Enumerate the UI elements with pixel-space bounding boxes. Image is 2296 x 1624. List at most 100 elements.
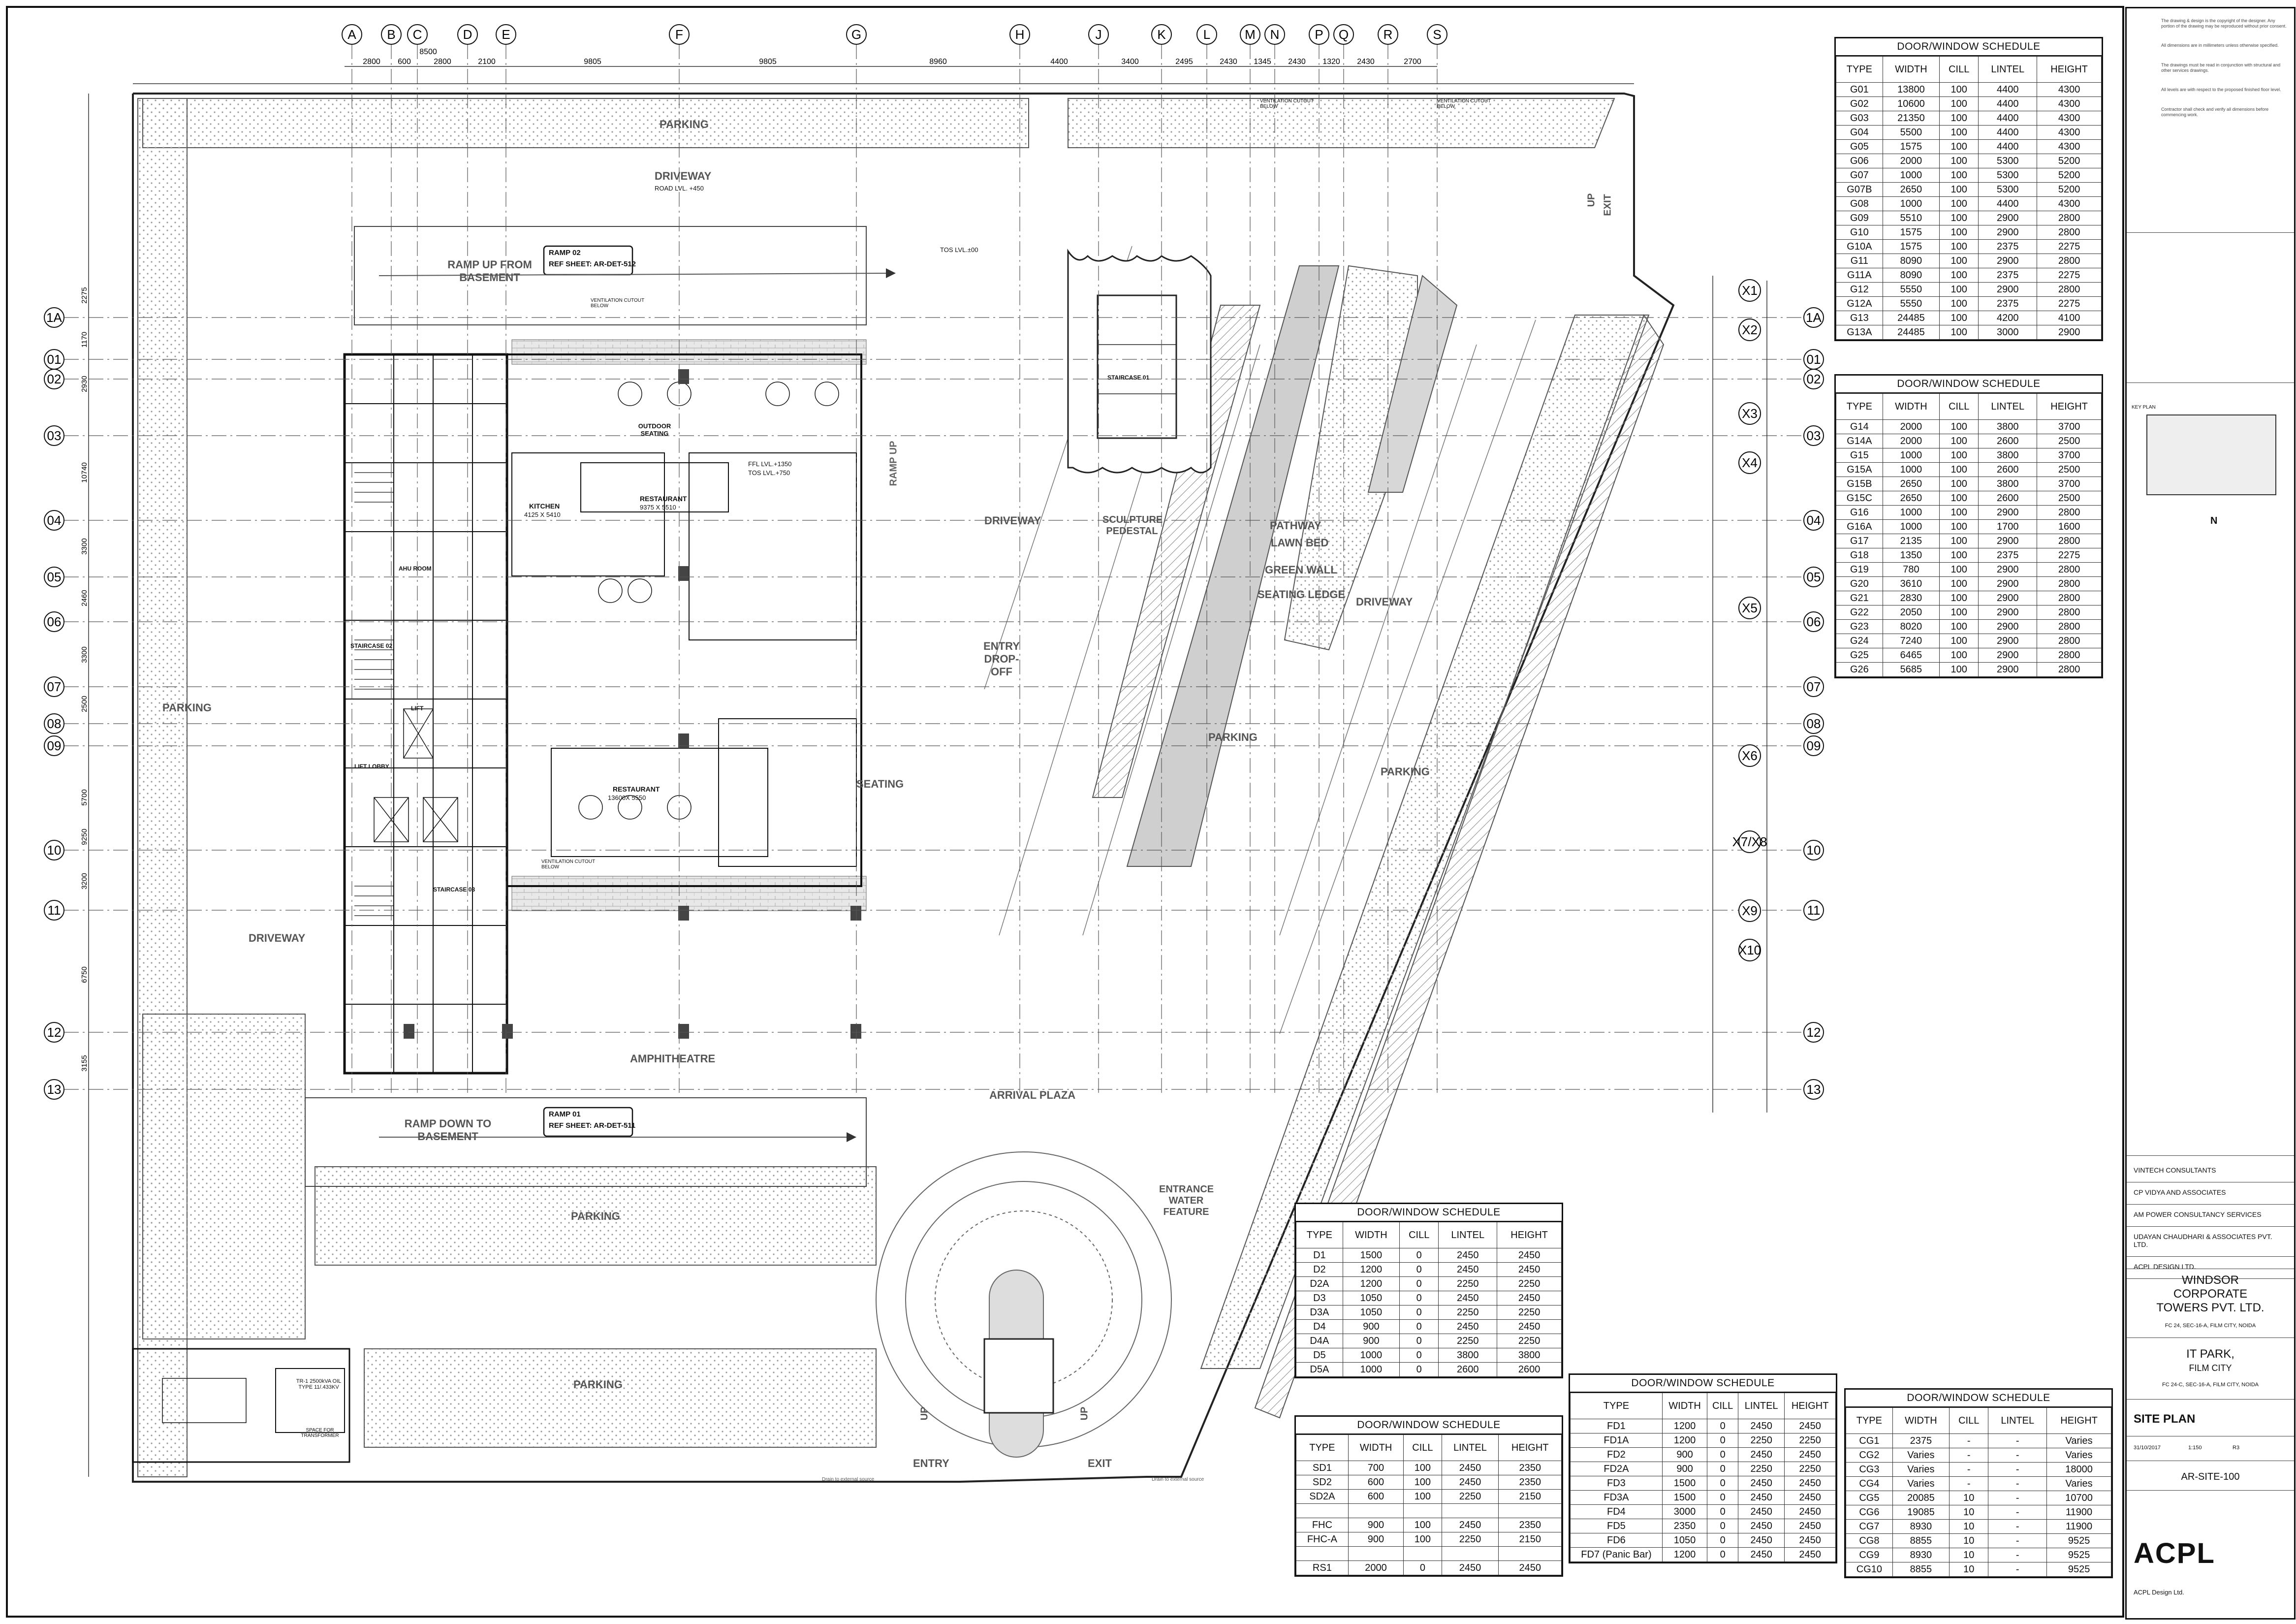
schedule-cell: 2450 xyxy=(1497,1248,1562,1263)
schedule-row xyxy=(1296,1546,1562,1561)
schedule-cell: 10600 xyxy=(1882,96,1940,111)
schedule-cell: 8930 xyxy=(1892,1519,1950,1534)
date-value: 31/10/2017 xyxy=(2134,1445,2161,1451)
grid-bubble-x10: X10 xyxy=(1738,943,1761,957)
grid-bubble-left-04-circle xyxy=(44,510,64,531)
grid-bubble-x7-x8: X7/X8 xyxy=(1732,834,1767,849)
schedule-cell: G04 xyxy=(1836,125,1883,140)
schedule-title: DOOR/WINDOW SCHEDULE xyxy=(1296,1417,1562,1434)
grid-bubble-left-13-circle xyxy=(44,1079,64,1100)
schedule-cell: CG10 xyxy=(1846,1562,1893,1577)
schedule-cell: 2800 xyxy=(2037,505,2102,520)
schedule-cell: 2650 xyxy=(1882,182,1940,197)
schedule-cell: 2450 xyxy=(1738,1519,1785,1533)
schedule-cell: G10A xyxy=(1836,239,1883,254)
schedule-cell: G11 xyxy=(1836,254,1883,268)
dimension-label: 2500 xyxy=(80,696,89,712)
label-parking-bottom: PARKING xyxy=(573,1378,623,1391)
schedule-cell: 8090 xyxy=(1882,254,1940,268)
arrival-plaza xyxy=(876,1151,1172,1458)
dimension-label: 2430 xyxy=(1220,58,1237,66)
grid-bubble-s: S xyxy=(1433,27,1441,42)
schedule-cell: 0 xyxy=(1707,1547,1739,1562)
schedule-cell: G06 xyxy=(1836,154,1883,168)
project-line2: FILM CITY xyxy=(2189,1363,2232,1373)
label-sculpture: SCULPTURE PEDESTAL xyxy=(1102,514,1163,537)
schedule-cell: G05 xyxy=(1836,139,1883,154)
schedule-cell: 2350 xyxy=(1498,1475,1562,1490)
schedule-cell: 100 xyxy=(1939,196,1979,211)
schedule-cell: 100 xyxy=(1939,634,1979,648)
grid-bubble-left-09-circle xyxy=(44,735,64,756)
schedule-cell: 2900 xyxy=(1978,282,2038,297)
schedule-cell: 10 xyxy=(1949,1519,1989,1534)
label-staircase03: STAIRCASE 03 xyxy=(433,886,475,893)
schedule-cell: 6465 xyxy=(1882,648,1940,663)
schedule-cell: 2450 xyxy=(1784,1476,1836,1491)
grid-bubble-right-01: 01 xyxy=(1807,352,1821,367)
schedule-header: CILL xyxy=(1403,1434,1442,1461)
schedule-cell: 2900 xyxy=(1978,211,2038,225)
grid-bubble-left-01: 01 xyxy=(47,352,62,367)
grid-bubble-right-05-circle xyxy=(1803,567,1824,587)
title-block: The drawing & design is the copyright of… xyxy=(2125,7,2296,1620)
grid-bubble-right-08: 08 xyxy=(1807,716,1821,731)
schedule-cell: 24485 xyxy=(1882,311,1940,325)
schedule-cell: 100 xyxy=(1939,662,1979,677)
schedule-cell: 0 xyxy=(1399,1334,1439,1348)
grid-bubble-left-02-circle xyxy=(44,369,64,389)
schedule-cell: 2900 xyxy=(1978,534,2038,548)
schedule-cell: 100 xyxy=(1939,154,1979,168)
schedule-header: LINTEL xyxy=(1738,1393,1785,1419)
drawing-title: SITE PLAN xyxy=(2134,1412,2196,1426)
schedule-cell: 1000 xyxy=(1882,196,1940,211)
schedule-cell: 1200 xyxy=(1342,1276,1400,1291)
schedule-cell: Varies xyxy=(2046,1448,2111,1463)
schedule-cell: - xyxy=(1949,1462,1989,1477)
schedule-cell: 1350 xyxy=(1882,548,1940,563)
schedule-cell: Varies xyxy=(1892,1476,1950,1491)
label-kitchen: KITCHEN xyxy=(529,502,560,510)
schedule-cell: 1000 xyxy=(1882,519,1940,534)
schedule-cell: 1000 xyxy=(1882,462,1940,477)
schedule-cell: G23 xyxy=(1836,619,1883,634)
schedule-cell: 1575 xyxy=(1882,239,1940,254)
label-ahu-room: AHU ROOM xyxy=(399,565,432,572)
schedule-cell: 100 xyxy=(1939,434,1979,448)
schedule-cell: 100 xyxy=(1939,82,1979,97)
grid-bubble-right-1a-circle xyxy=(1803,307,1824,328)
schedule-cell: 100 xyxy=(1939,225,1979,240)
schedule-cell: - xyxy=(1949,1433,1989,1448)
schedule-cell: G08 xyxy=(1836,196,1883,211)
dimension-label: 10740 xyxy=(80,462,89,483)
label-parking-left: PARKING xyxy=(162,701,212,714)
schedule-header: CILL xyxy=(1707,1393,1739,1419)
schedule-cell: 100 xyxy=(1939,311,1979,325)
schedule-cell: G09 xyxy=(1836,211,1883,225)
schedule-cell: 900 xyxy=(1342,1319,1400,1334)
schedule-cell: 700 xyxy=(1348,1461,1404,1475)
grid-bubble-left-07: 07 xyxy=(47,679,62,694)
schedule-cell: 2450 xyxy=(1438,1291,1498,1306)
columns xyxy=(404,369,861,1039)
client-line3: TOWERS PVT. LTD. xyxy=(2156,1301,2265,1314)
label-parking-mid: PARKING xyxy=(1208,731,1258,743)
grid-bubble-left-07-circle xyxy=(44,676,64,697)
schedule-cell xyxy=(1296,1503,1349,1518)
grid-bubble-x6: X6 xyxy=(1742,748,1758,763)
grid-bubble-f: F xyxy=(675,27,683,42)
schedule-cell: G18 xyxy=(1836,548,1883,563)
schedule-cell xyxy=(1348,1546,1404,1561)
grid-bubble-a-circle xyxy=(342,24,362,45)
